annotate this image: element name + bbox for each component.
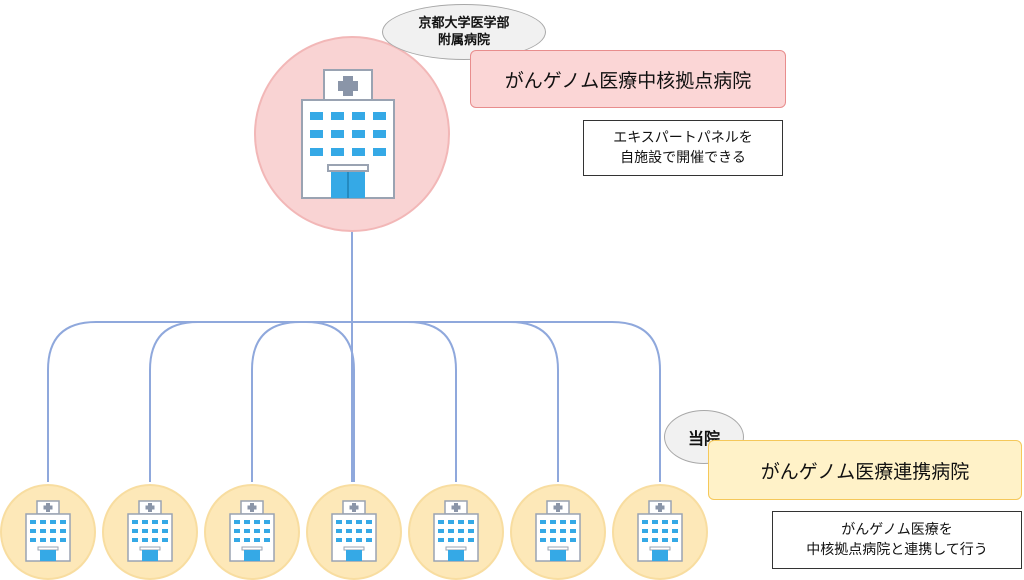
hospital-icon: [229, 500, 275, 562]
branch-connector-line: [305, 321, 355, 482]
hospital-icon: [535, 500, 581, 562]
hospital-icon: [301, 69, 395, 199]
branch-connector-line: [251, 321, 352, 482]
hospital-icon: [127, 500, 173, 562]
hub-title-box: がんゲノム医療中核拠点病院: [470, 50, 786, 108]
hospital-icon: [433, 500, 479, 562]
branch-connector-line: [352, 321, 661, 482]
branch-connector-line: [47, 321, 352, 482]
hospital-icon: [637, 500, 683, 562]
branch-connector-line: [149, 321, 352, 482]
branch-connector-line: [352, 321, 457, 482]
hospital-icon: [331, 500, 377, 562]
hospital-icon: [25, 500, 71, 562]
branch-note-box: がんゲノム医療を 中核拠点病院と連携して行う: [772, 511, 1022, 569]
branch-connector-line: [352, 321, 559, 482]
hub-note-box: エキスパートパネルを 自施設で開催できる: [583, 120, 783, 176]
branch-title-box: がんゲノム医療連携病院: [708, 440, 1022, 500]
